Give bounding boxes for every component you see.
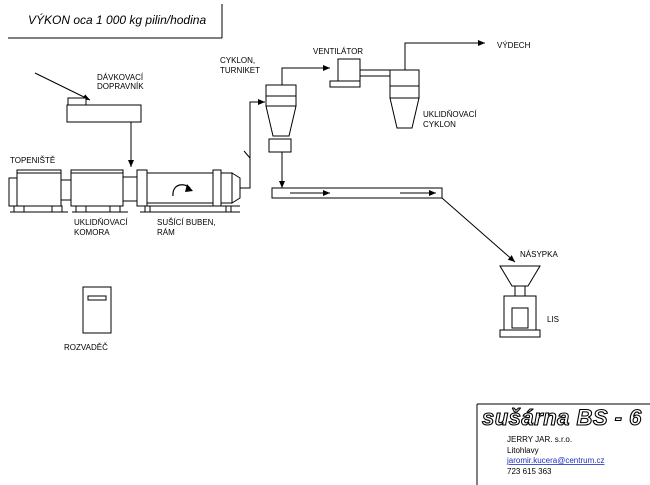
cyklon-turniket: CYKLON, TURNIKET bbox=[220, 56, 297, 188]
label-davkovaci-1: DÁVKOVACÍ bbox=[97, 73, 144, 82]
topeniste: TOPENIŠTĚ bbox=[8, 156, 72, 213]
label-uk-cyklon-2: CYKLON bbox=[423, 120, 456, 129]
susici-buben: SUŠÍCÍ BUBEN, RÁM bbox=[136, 169, 241, 237]
company-town: Litohlavy bbox=[507, 446, 539, 455]
label-uk-cyklon-1: UKLIDŇOVACÍ bbox=[423, 110, 477, 119]
title-text: VÝKON oca 1 000 kg pilin/hodina bbox=[28, 12, 206, 27]
label-davkovaci-2: DOPRAVNÍK bbox=[97, 82, 144, 91]
label-buben-1: SUŠÍCÍ BUBEN, bbox=[157, 218, 216, 227]
davkovaci-dopravnik: DÁVKOVACÍ DOPRAVNÍK bbox=[34, 72, 144, 167]
label-rozvadec: ROZVADĚČ bbox=[64, 343, 108, 352]
company-email[interactable]: jaromir.kucera@centrum.cz bbox=[506, 456, 604, 465]
label-vydech: VÝDECH bbox=[497, 41, 531, 50]
label-cyklon-1: CYKLON, bbox=[220, 56, 255, 65]
company-name: JERRY JAR. s.r.o. bbox=[507, 435, 572, 444]
pipe-cyklon-ventilator bbox=[281, 65, 330, 85]
company-phone: 723 615 363 bbox=[507, 467, 552, 476]
nasypka-lis: NÁSYPKA LIS bbox=[499, 250, 559, 338]
uklidnovaci-cyklon: VÝDECH UKLIDŇOVACÍ CYKLON bbox=[389, 40, 531, 129]
product-name: sušárna BS - 6 bbox=[482, 405, 642, 430]
pipe-bend-mark bbox=[243, 150, 251, 159]
title-box: VÝKON oca 1 000 kg pilin/hodina bbox=[8, 4, 223, 39]
label-lis: LIS bbox=[547, 315, 559, 324]
rozvadec: ROZVADĚČ bbox=[64, 286, 112, 352]
label-buben-2: RÁM bbox=[157, 228, 175, 237]
label-komora-2: KOMORA bbox=[74, 228, 110, 237]
label-cyklon-2: TURNIKET bbox=[220, 66, 260, 75]
ventilator: VENTILÁTOR bbox=[313, 47, 394, 88]
label-komora-1: UKLIDŇOVACÍ bbox=[74, 218, 128, 227]
label-ventilator: VENTILÁTOR bbox=[313, 47, 363, 56]
uklidnovaci-komora: UKLIDŇOVACÍ KOMORA bbox=[70, 169, 138, 237]
label-nasypka: NÁSYPKA bbox=[520, 250, 558, 259]
label-topeniste: TOPENIŠTĚ bbox=[10, 156, 55, 165]
pipe-buben-cyklon bbox=[240, 99, 265, 189]
title-block: sušárna BS - 6 JERRY JAR. s.r.o. Litohla… bbox=[476, 403, 650, 485]
conveyor bbox=[271, 187, 516, 263]
